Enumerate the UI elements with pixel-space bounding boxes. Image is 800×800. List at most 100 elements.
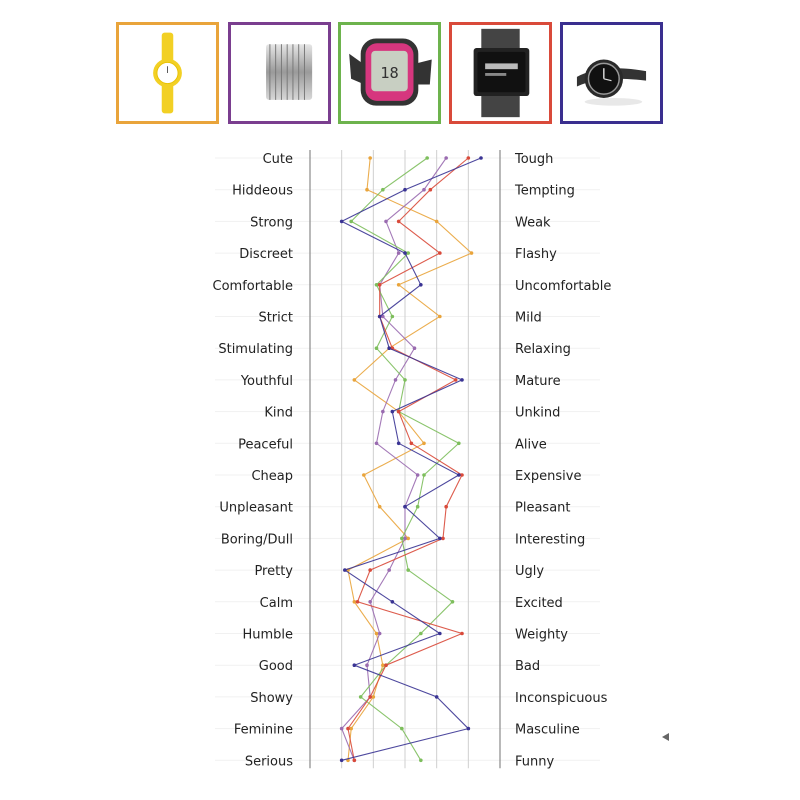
left-attribute-label: Feminine [234, 723, 293, 738]
series-2-point [422, 187, 426, 192]
series-4-point [460, 473, 464, 477]
right-attribute-label: Weighty [515, 628, 568, 643]
series-5-point [390, 409, 395, 414]
left-attribute-label: Humble [242, 628, 293, 643]
right-attribute-label: Masculine [515, 723, 580, 738]
product-strip: 18 [0, 0, 800, 140]
right-attribute-label: Ugly [515, 564, 544, 579]
series-4-point [453, 378, 458, 382]
series-1-point [381, 663, 385, 667]
series-4-point [460, 631, 464, 636]
series-1-point [374, 631, 379, 636]
series-line-3 [350, 157, 460, 761]
left-attribute-label: Pretty [254, 564, 293, 579]
series-4-point [355, 600, 360, 604]
series-2-point [412, 346, 417, 351]
series-1-point [352, 600, 357, 604]
series-1-point [438, 314, 442, 319]
series-5-point [352, 663, 357, 667]
series-4-point [384, 663, 388, 667]
left-attribute-label: Hiddeous [232, 184, 293, 199]
series-3-point [381, 187, 385, 192]
series-3-point [419, 631, 423, 636]
left-attribute-label: Stimulating [218, 342, 293, 357]
series-5-point [434, 695, 439, 699]
series-3-point [422, 473, 426, 477]
series-2-point [368, 600, 372, 604]
series-3-point [400, 726, 404, 731]
series-3-point [390, 314, 395, 319]
series-4-point [368, 695, 372, 699]
series-5-point [377, 314, 382, 319]
series-2-point [374, 441, 379, 446]
right-attribute-label: Expensive [515, 469, 581, 484]
series-1-point [368, 156, 372, 160]
left-attribute-label: Youthful [240, 374, 293, 389]
series-4-point [441, 536, 445, 541]
series-3-point [419, 758, 423, 763]
right-attribute-label: Mature [515, 374, 561, 389]
series-5-point [457, 473, 461, 477]
series-3-point [349, 219, 353, 224]
series-3-point [425, 156, 429, 160]
series-1-point [365, 187, 369, 192]
series-2-point [339, 726, 344, 731]
left-attribute-label: Good [259, 659, 293, 674]
product-card-5 [560, 22, 663, 124]
series-5-point [339, 219, 344, 224]
right-attribute-label: Alive [515, 437, 547, 452]
series-5-point [403, 251, 407, 255]
right-attribute-label: Pleasant [515, 501, 571, 516]
left-attribute-label: Strong [250, 215, 293, 230]
left-attribute-label: Calm [260, 596, 293, 611]
series-1-point [469, 251, 474, 255]
product-card-3: 18 [338, 22, 441, 124]
right-attribute-label: Excited [515, 596, 563, 611]
series-2-point [377, 631, 382, 636]
series-3-point [374, 346, 379, 351]
series-4-point [444, 504, 448, 509]
left-attribute-label: Peaceful [238, 437, 293, 452]
yellow-wristwatch-icon [153, 32, 182, 114]
metal-bracelet-watch-icon [266, 44, 313, 100]
series-4-point [428, 187, 433, 192]
series-4-point [346, 726, 350, 731]
series-3-point [358, 695, 363, 699]
right-attribute-label: Tough [514, 152, 553, 167]
series-4-point [466, 156, 471, 160]
series-5-point [438, 631, 442, 636]
series-5-point [396, 441, 401, 446]
series-4-point [396, 409, 401, 414]
right-attribute-label: Funny [515, 754, 554, 769]
series-2-point [384, 219, 388, 224]
series-5-point [479, 156, 483, 160]
left-attribute-label: Kind [264, 406, 293, 421]
left-attribute-label: Cheap [251, 469, 293, 484]
series-5-point [339, 758, 344, 763]
series-3-point [457, 441, 461, 446]
navigation-arrow[interactable] [662, 733, 669, 741]
series-2-point [381, 314, 385, 319]
right-attribute-label: Tempting [514, 184, 575, 199]
right-attribute-label: Unkind [515, 406, 560, 421]
series-4-point [377, 283, 382, 287]
series-line-5 [340, 157, 482, 761]
series-3-point [450, 600, 455, 604]
series-1-point [371, 695, 376, 699]
series-3-point [403, 378, 407, 382]
right-attribute-label: Inconspicuous [515, 691, 608, 706]
series-4-point [438, 251, 442, 255]
series-1-point [396, 283, 401, 287]
left-attribute-label: Boring/Dull [221, 532, 293, 547]
series-2-point [387, 568, 391, 572]
series-3-point [374, 283, 379, 287]
series-2-point [396, 251, 401, 255]
left-attribute-label: Unpleasant [219, 501, 293, 516]
right-attribute-label: Uncomfortable [515, 279, 611, 294]
right-attribute-label: Flashy [515, 247, 557, 262]
series-1-point [377, 504, 382, 509]
series-2-point [381, 409, 385, 414]
black-digital-watch-icon [473, 28, 530, 118]
series-2-point [415, 473, 420, 477]
